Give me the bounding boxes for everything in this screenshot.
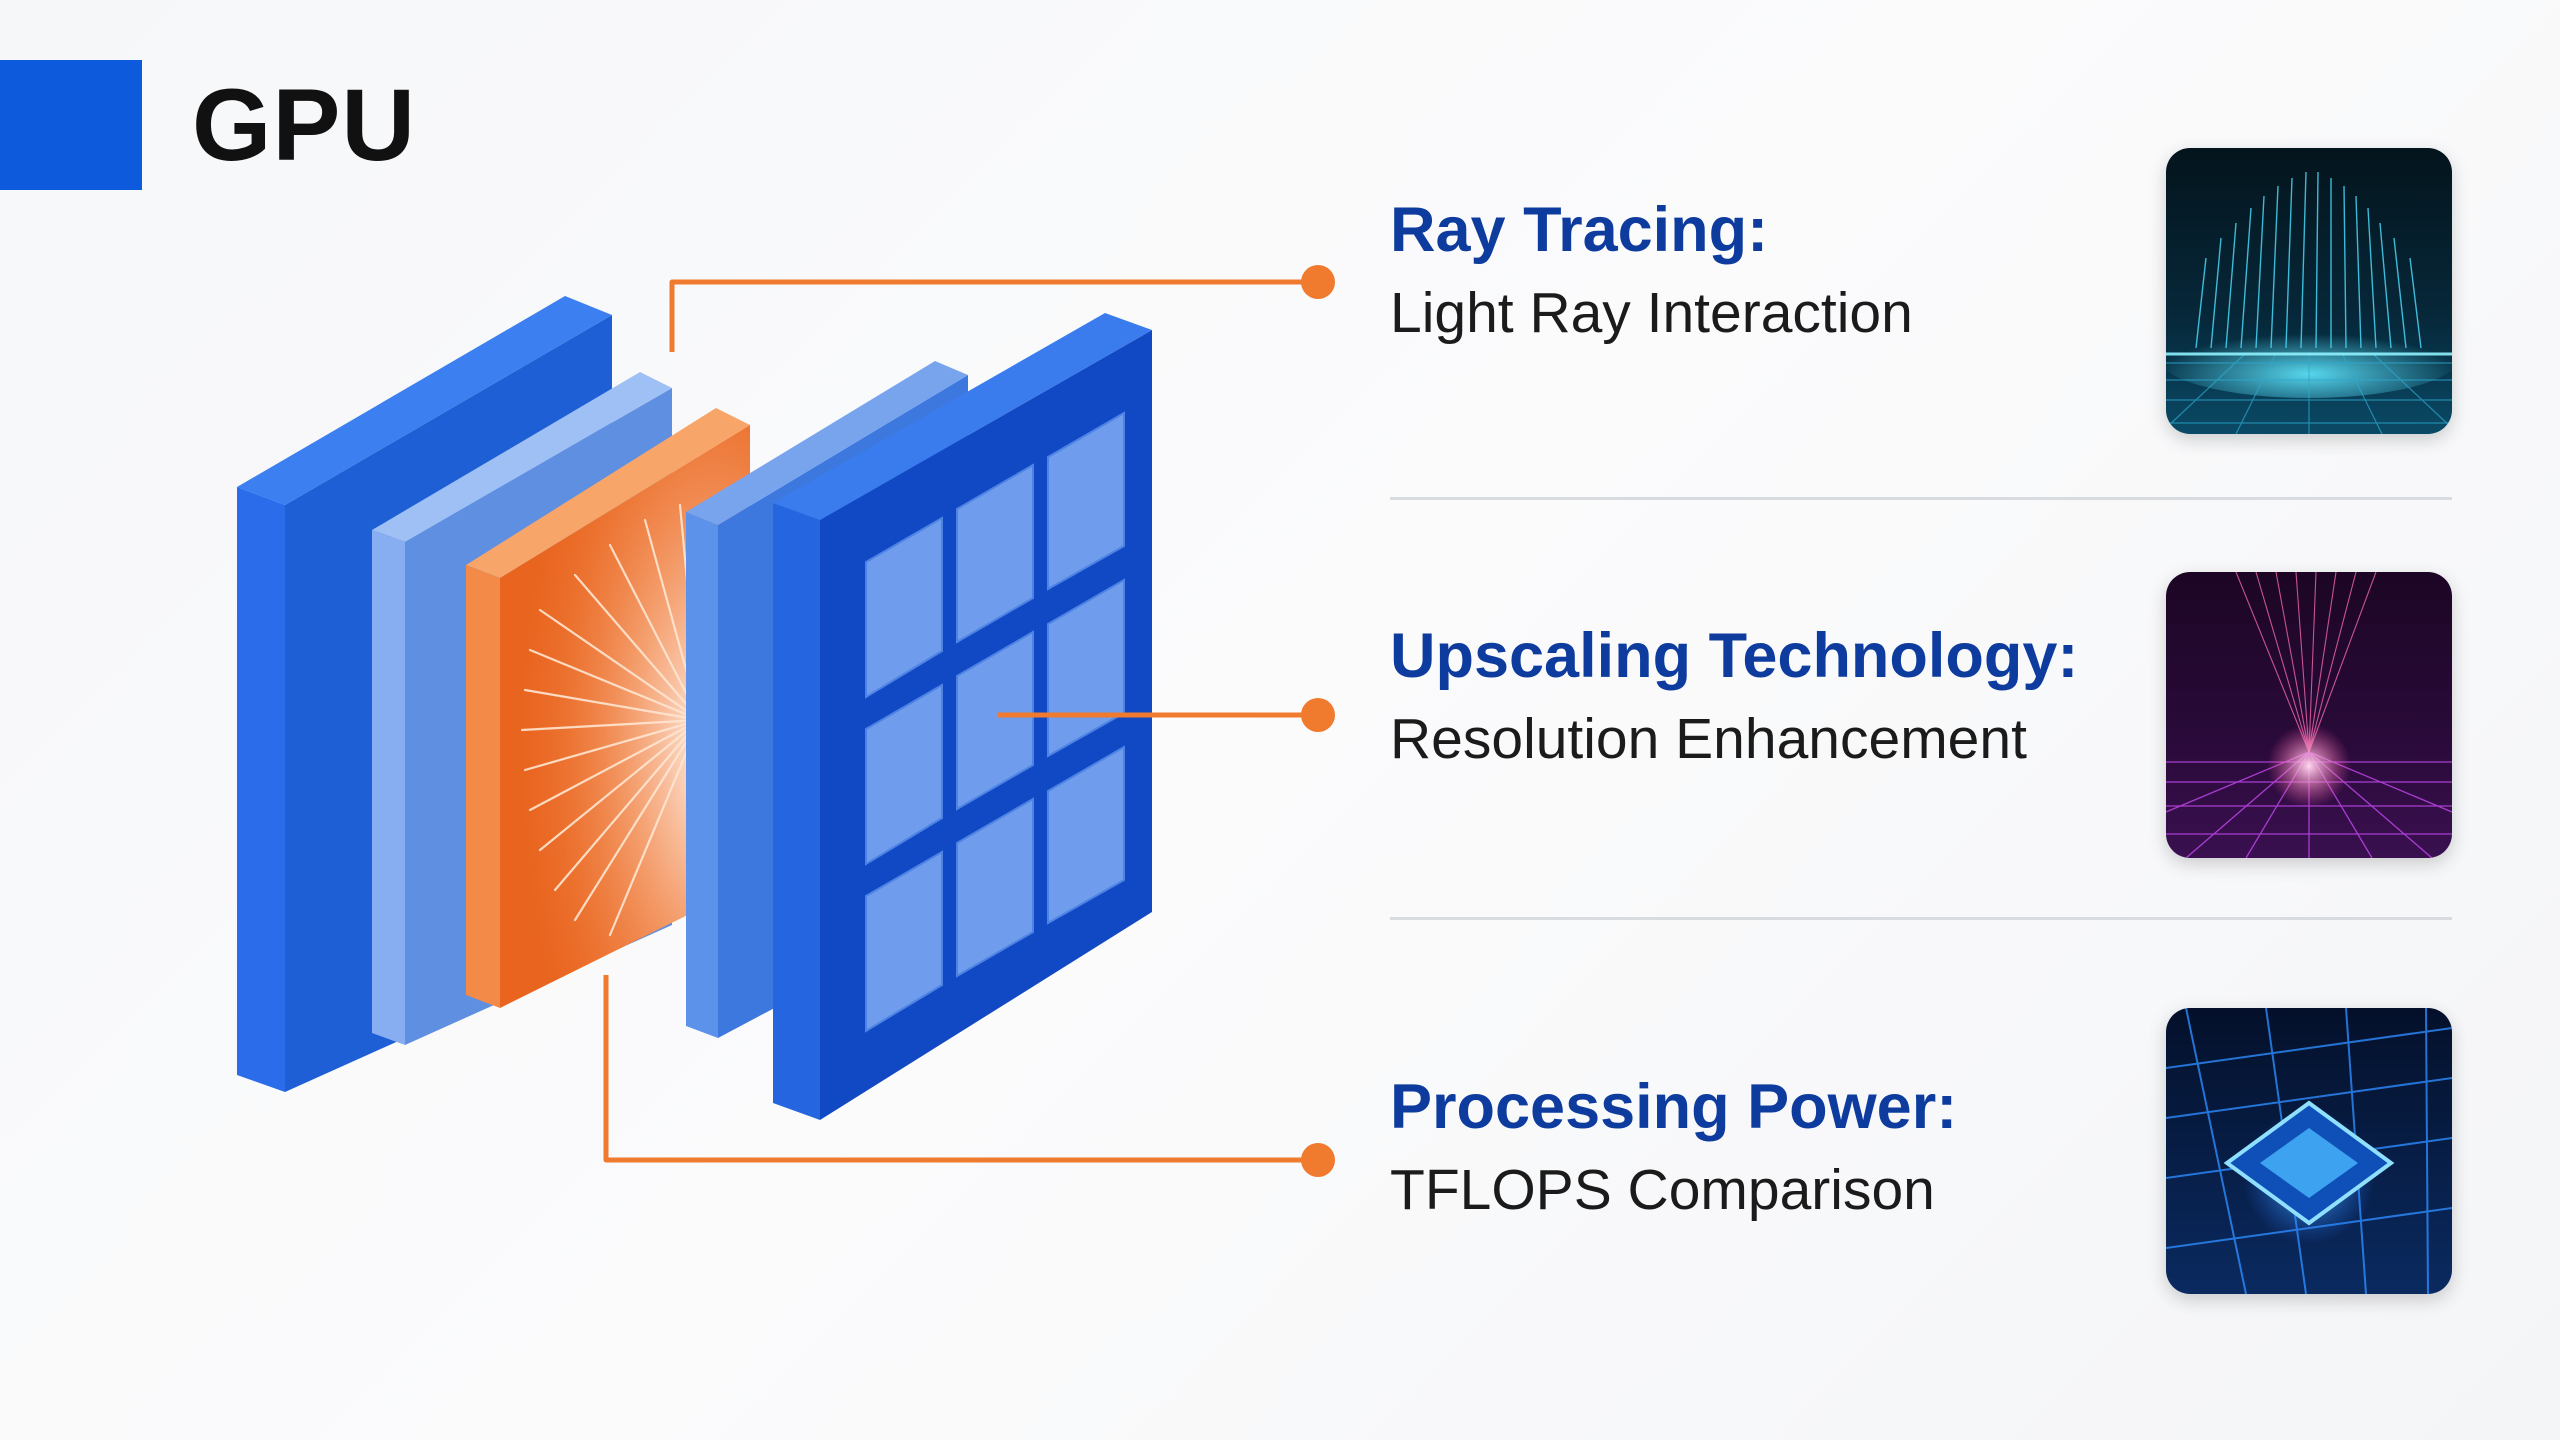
divider <box>1390 917 2452 920</box>
feature-subtitle: Resolution Enhancement <box>1390 707 2027 771</box>
divider <box>1390 497 2452 500</box>
connector-ray-tracing <box>669 279 1318 352</box>
feature-subtitle: TFLOPS Comparison <box>1390 1158 1935 1222</box>
feature-title: Processing Power: <box>1390 1072 1958 1142</box>
title-accent-bar <box>0 60 142 190</box>
compute-tile-grid <box>865 411 1125 1033</box>
feature-title: Ray Tracing: <box>1390 195 1769 265</box>
glowing-chip-grid-icon <box>2166 1008 2452 1294</box>
gpu-die-front <box>773 313 1152 1120</box>
page-title: GPU <box>192 68 417 182</box>
feature-ray-tracing: Ray Tracing: Light Ray Interaction <box>1390 190 1913 352</box>
laser-beam-grid-icon <box>2166 572 2452 858</box>
connector-dot-ray-tracing <box>1301 265 1335 299</box>
light-burst-rays <box>520 503 702 937</box>
connector-lines <box>603 279 1318 1163</box>
connector-processing <box>603 975 1318 1163</box>
connector-dot-processing <box>1301 1143 1335 1177</box>
feature-processing-power: Processing Power: TFLOPS Comparison <box>1390 1067 1957 1229</box>
light-rays-grid-icon <box>2166 148 2452 434</box>
gpu-exploded-diagram <box>237 265 1335 1177</box>
connector-dot-upscaling <box>1301 698 1335 732</box>
feature-title: Upscaling Technology: <box>1390 621 2079 691</box>
feature-subtitle: Light Ray Interaction <box>1390 281 1913 345</box>
feature-upscaling: Upscaling Technology: Resolution Enhance… <box>1390 616 2078 778</box>
